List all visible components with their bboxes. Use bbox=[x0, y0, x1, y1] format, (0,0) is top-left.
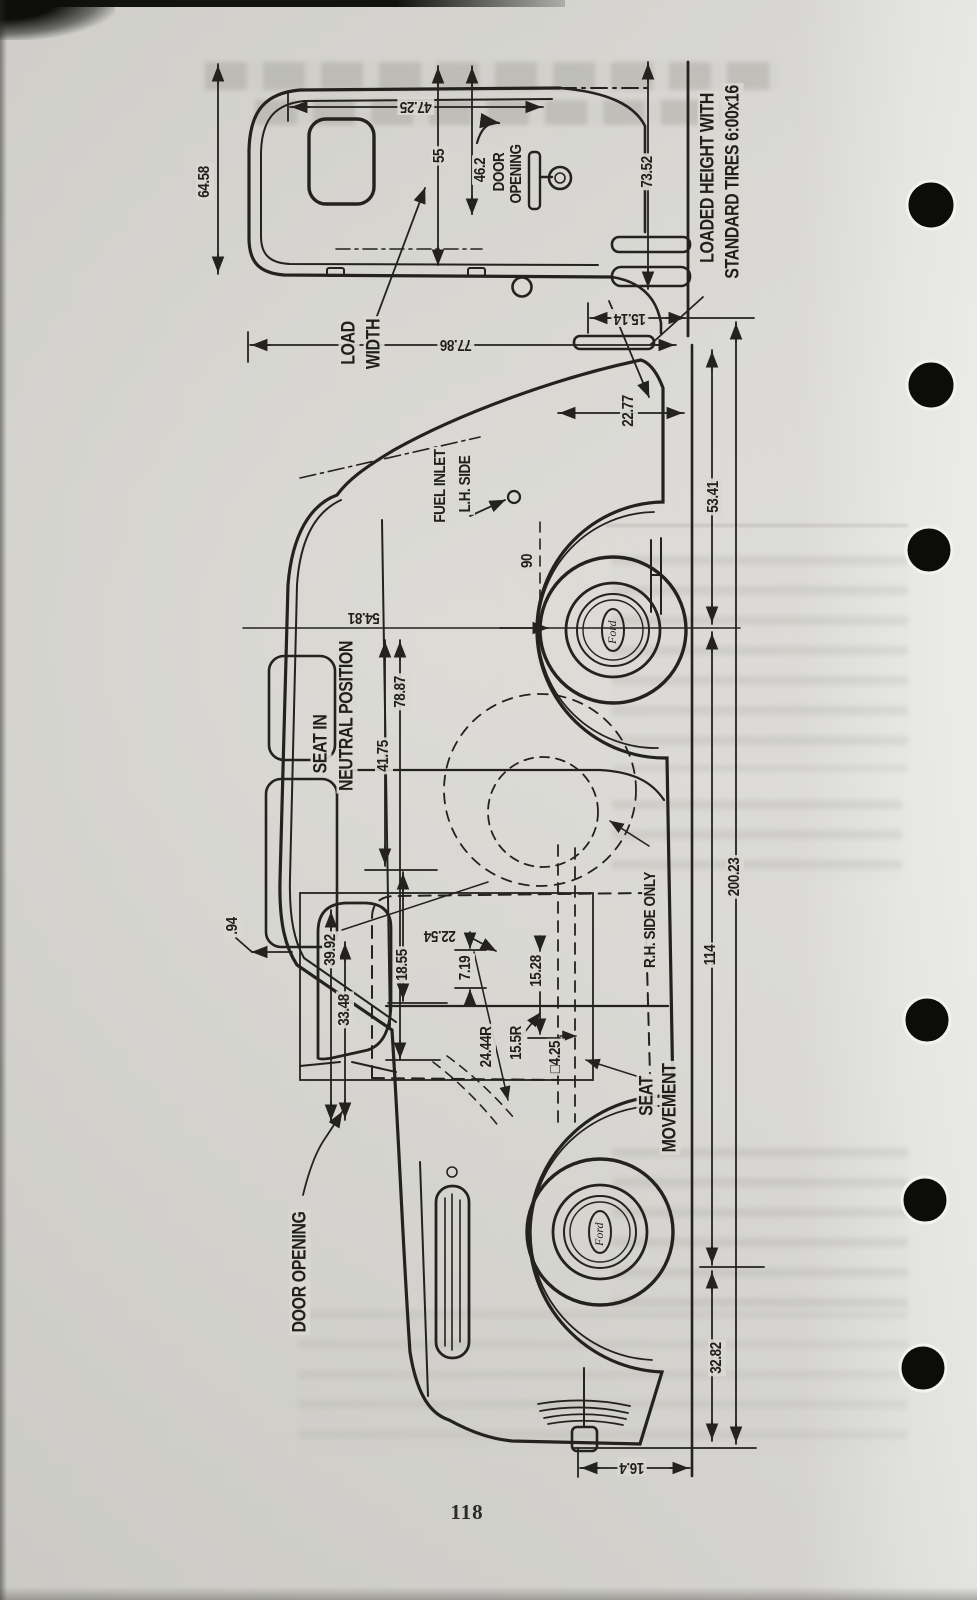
label-note-fuel-inlet: FUEL INLET bbox=[432, 446, 450, 526]
rear-window bbox=[307, 117, 376, 206]
punch-hole bbox=[900, 1175, 950, 1225]
label-dim-78-87: 78.87 bbox=[392, 673, 410, 711]
trunk-handle-icon bbox=[527, 150, 573, 211]
label-note-width: WIDTH bbox=[363, 316, 385, 372]
label-note-loaded-height-line2: STANDARD TIRES 6:00x16 bbox=[722, 82, 744, 282]
label-note-seat-movement-line2: MOVEMENT bbox=[659, 1061, 681, 1155]
label-dim-15-28: 15.28 bbox=[528, 952, 546, 990]
label-dim-24-44r: 24.44R bbox=[478, 1024, 496, 1070]
seat-profile bbox=[316, 901, 393, 1061]
label-note-opening: OPENING bbox=[508, 141, 526, 207]
hubcap-logo-text: Ford bbox=[592, 1221, 606, 1247]
label-dim-33-48: 33.48 bbox=[336, 991, 354, 1029]
side-view-drawing: Ford Ford bbox=[264, 334, 688, 1453]
label-note-seat-in: SEAT IN bbox=[310, 712, 332, 776]
label-dim-54-81: 54.81 bbox=[345, 608, 383, 626]
label-dim-77-86: 77.86 bbox=[437, 335, 475, 353]
fuel-filler-cap bbox=[506, 489, 522, 505]
label-note-rh-side-only: R.H. SIDE ONLY bbox=[642, 869, 660, 971]
label-note-load: LOAD bbox=[338, 318, 360, 368]
grille bbox=[434, 1166, 471, 1360]
label-dim-55: 55 bbox=[431, 146, 449, 166]
label-dim-18-55: 18.55 bbox=[394, 946, 412, 984]
punch-hole bbox=[898, 1343, 948, 1393]
label-dim-39-92: 39.92 bbox=[322, 931, 340, 969]
hubcap-ford-oval bbox=[601, 608, 625, 652]
punch-hole bbox=[902, 995, 952, 1045]
label-dim-7-19: 7.19 bbox=[457, 953, 475, 983]
label-dim-16-4: 16.4 bbox=[617, 1458, 647, 1476]
label-dim-0-94: .94 bbox=[224, 914, 242, 938]
label-dim-22-54: 22.54 bbox=[421, 926, 459, 944]
label-dim-200-23: 200.23 bbox=[726, 855, 744, 899]
label-dim-90: 90 bbox=[519, 551, 537, 571]
label-note-lh-side: L.H. SIDE bbox=[457, 453, 475, 515]
punch-hole bbox=[904, 525, 954, 575]
label-dim-53-41: 53.41 bbox=[705, 478, 723, 516]
label-dim-47-25: 47.25 bbox=[397, 97, 435, 115]
page-number: 118 bbox=[450, 1500, 484, 1524]
hubcap-ford-oval bbox=[588, 1210, 612, 1254]
door-opening-box bbox=[299, 892, 594, 1081]
punch-holes bbox=[898, 179, 957, 1393]
label-dim-41-75: 41.75 bbox=[375, 737, 393, 775]
punch-hole bbox=[905, 359, 957, 411]
label-note-door: DOOR bbox=[491, 150, 509, 194]
label-note-loaded-height-line1: LOADED HEIGHT WITH bbox=[697, 90, 719, 266]
label-dim-32-82: 32.82 bbox=[708, 1339, 726, 1377]
door-swing-arrow bbox=[475, 113, 501, 145]
quarter-window bbox=[267, 654, 337, 762]
label-dim-73-52: 73.52 bbox=[639, 153, 657, 191]
front-leaf-spring bbox=[537, 1367, 631, 1428]
label-dim-4-25: □4.25 bbox=[547, 1038, 565, 1076]
door-window bbox=[264, 777, 339, 949]
label-dim-114: 114 bbox=[702, 942, 720, 968]
label-dim-15-5r: 15.5R bbox=[508, 1023, 526, 1063]
front-wheel: Ford bbox=[525, 1157, 675, 1307]
car-body-outline bbox=[278, 358, 675, 1446]
rear-bumper-bar bbox=[610, 235, 692, 254]
label-dim-15-14: 15.14 bbox=[611, 309, 649, 327]
label-dim-64-58: 64.58 bbox=[196, 163, 214, 201]
label-note-neutral-position: NEUTRAL POSITION bbox=[336, 638, 358, 794]
punch-hole bbox=[905, 179, 957, 231]
rear-view-drawing bbox=[247, 86, 692, 335]
label-note-seat-movement-line1: SEAT bbox=[636, 1073, 658, 1119]
label-dim-22-77: 22.77 bbox=[620, 392, 638, 430]
label-note-door-opening: DOOR OPENING bbox=[289, 1209, 311, 1335]
hubcap-logo-text: Ford bbox=[605, 619, 619, 645]
taillight bbox=[511, 276, 533, 298]
label-dim-46-2: 46.2 bbox=[472, 155, 490, 185]
